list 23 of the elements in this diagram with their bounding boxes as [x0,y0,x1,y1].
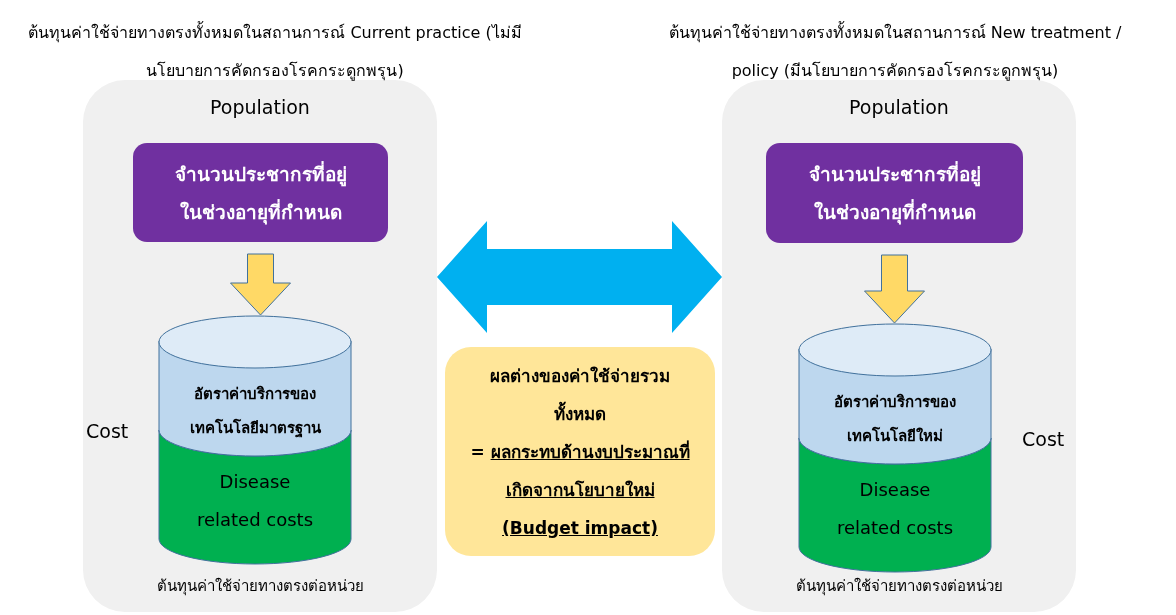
box-text: จำนวนประชากรที่อยู่ในช่วงอายุที่กำหนด [807,160,982,227]
population-label: Population [848,96,950,118]
cylinder-text: Disease related costs [195,470,315,532]
population-label: Population [209,96,311,118]
block-arrow [864,254,925,324]
unit-cost-label: ต้นทุนค่าใช้จ่ายทางตรงต่อหน่วย [155,576,365,598]
cylinder-text: อัตราค่าบริการของเทคโนโลยีมาตรฐาน [188,384,322,440]
population-box [133,143,388,242]
cost-label: Cost [1022,428,1065,450]
unit-cost-label: ต้นทุนค่าใช้จ่ายทางตรงต่อหน่วย [794,576,1004,598]
box-text: ผลต่างของค่าใช้จ่ายรวมทั้งหมด [489,364,671,426]
block-arrow [437,221,722,333]
heading: ต้นทุนค่าใช้จ่ายทางตรงทั้งหมดในสถานการณ์ Current practice (ไม่มีนโยบายการคัดกรองโรคกระดูกพรุน) [27,20,523,83]
equals-sign: = [470,441,485,462]
heading: ต้นทุนค่าใช้จ่ายทางตรงทั้งหมดในสถานการณ์ New treatment / policy (มีนโยบายการคัดกรองโรคกระดูกพรุน) [667,20,1123,83]
cylinder-text: Disease related costs [835,478,955,540]
result-box [445,347,715,556]
cost-label: Cost [86,420,129,442]
cylinder-text: อัตราค่าบริการของเทคโนโลยีใหม่ [833,392,957,447]
box-text: ผลกระทบด้านงบประมาณที่เกิดจากนโยบายใหม่ (Budget impact) [490,441,690,538]
block-arrow [230,253,291,316]
box-text: จำนวนประชากรที่อยู่ในช่วงอายุที่กำหนด [173,160,348,227]
population-box [766,143,1023,243]
